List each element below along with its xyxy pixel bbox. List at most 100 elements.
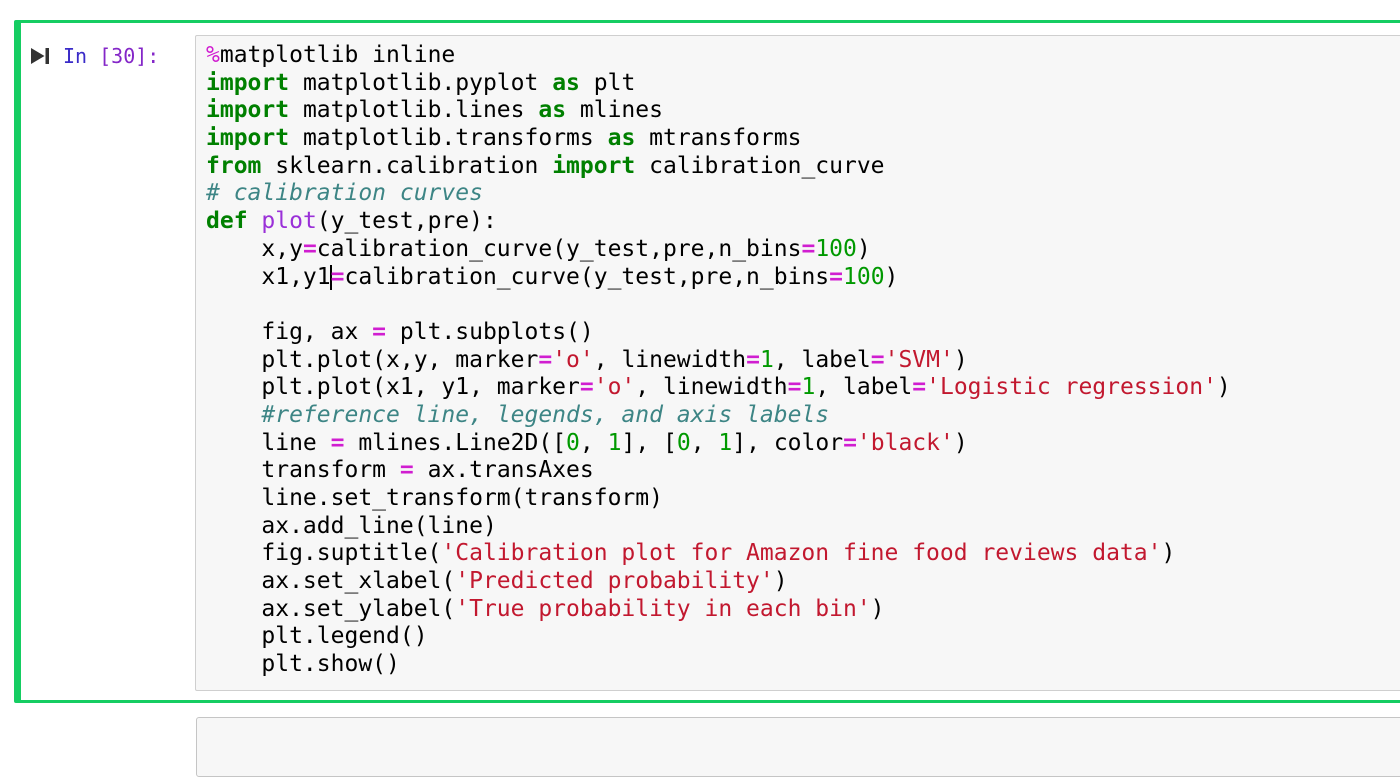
code-line[interactable]: transform = ax.transAxes: [206, 457, 1400, 485]
code-line[interactable]: plt.legend(): [206, 623, 1400, 651]
code-token: 'o': [552, 346, 594, 373]
code-token: =: [538, 346, 553, 373]
code-token: 1: [801, 374, 816, 401]
code-token: import: [206, 97, 290, 124]
input-prompt-count: [30]:: [99, 44, 160, 68]
code-token: # calibration curves: [206, 180, 483, 207]
code-token: ], color: [732, 429, 844, 456]
code-token: 1: [718, 429, 733, 456]
code-token: ax.set_ylabel(: [206, 595, 456, 622]
code-token: ): [953, 346, 968, 373]
code-token: plot: [261, 208, 317, 235]
code-token: =: [843, 429, 857, 456]
code-token: fig, ax: [206, 318, 373, 345]
code-token: =: [870, 346, 885, 373]
code-token: line.set_transform(transform): [206, 485, 663, 511]
code-token: , linewidth: [593, 346, 747, 373]
code-token: =: [399, 457, 414, 484]
next-cell-input[interactable]: [196, 717, 1400, 777]
code-line[interactable]: line.set_transform(transform): [206, 485, 1400, 513]
code-line[interactable]: #reference line, legends, and axis label…: [206, 402, 1400, 430]
code-token: 0: [676, 429, 691, 456]
code-token: 'SVM': [884, 346, 954, 373]
code-token: ): [773, 568, 788, 595]
code-token: plt: [579, 69, 636, 96]
code-line[interactable]: # calibration curves: [206, 180, 1400, 208]
code-token: 'Calibration plot for Amazon fine food r…: [441, 540, 1162, 567]
code-line[interactable]: def plot(y_test,pre):: [206, 208, 1400, 236]
code-token: plt.plot(x1, y1, marker: [206, 374, 580, 401]
code-token: matplotlib inline: [219, 42, 456, 68]
code-line[interactable]: fig, ax = plt.subplots(): [206, 319, 1400, 347]
code-token: line: [206, 429, 331, 456]
code-token: matplotlib.pyplot: [289, 69, 553, 96]
step-forward-icon[interactable]: [30, 48, 50, 64]
code-line[interactable]: plt.plot(x,y, marker='o', linewidth=1, l…: [206, 347, 1400, 375]
code-token: %: [206, 42, 220, 68]
code-token: , label: [815, 374, 913, 401]
code-token: ,: [690, 429, 719, 456]
code-line[interactable]: ax.set_ylabel('True probability in each …: [206, 596, 1400, 624]
code-token: mlines.Line2D([: [344, 429, 567, 456]
code-token: ax.add_line(line): [206, 512, 497, 539]
code-line[interactable]: plt.show(): [206, 651, 1400, 679]
code-line[interactable]: %matplotlib inline: [206, 42, 1400, 70]
code-token: 100: [843, 263, 885, 290]
code-token: x1,y1: [206, 263, 331, 290]
code-token: 0: [566, 429, 580, 456]
code-token: =: [330, 263, 345, 290]
code-token: matplotlib.lines: [289, 97, 539, 124]
code-line[interactable]: [206, 291, 1400, 319]
code-token: =: [912, 374, 927, 401]
code-token: 100: [815, 235, 857, 262]
code-token: def: [206, 208, 248, 235]
code-token: plt.subplots(): [386, 318, 594, 345]
code-token: ): [1216, 374, 1231, 401]
code-line[interactable]: ax.add_line(line): [206, 513, 1400, 541]
code-token: 1: [759, 346, 774, 373]
code-token: ): [884, 263, 899, 290]
code-token: plt.plot(x,y, marker: [206, 346, 539, 373]
code-line[interactable]: x,y=calibration_curve(y_test,pre,n_bins=…: [206, 236, 1400, 264]
text-cursor: [329, 264, 332, 290]
code-token: from: [206, 152, 262, 179]
code-token: as: [538, 97, 567, 124]
code-token: transform: [206, 457, 400, 484]
code-token: 1: [607, 429, 622, 456]
code-line[interactable]: from sklearn.calibration import calibrat…: [206, 153, 1400, 181]
code-token: sklearn.calibration: [261, 152, 553, 179]
code-token: mlines: [566, 97, 663, 124]
code-token: ): [953, 429, 968, 456]
code-token: 'True probability in each bin': [455, 595, 871, 622]
code-line[interactable]: line = mlines.Line2D([0, 1], [0, 1], col…: [206, 430, 1400, 458]
code-line[interactable]: plt.plot(x1, y1, marker='o', linewidth=1…: [206, 374, 1400, 402]
code-token: 'black': [856, 429, 954, 456]
code-token: plt.show(): [206, 651, 400, 678]
code-token: ], [: [621, 429, 677, 456]
code-line[interactable]: fig.suptitle('Calibration plot for Amazo…: [206, 540, 1400, 568]
code-token: [248, 208, 262, 234]
code-line[interactable]: ax.set_xlabel('Predicted probability'): [206, 568, 1400, 596]
code-token: =: [746, 346, 760, 373]
code-token: as: [552, 69, 580, 96]
code-token: 'Predicted probability': [455, 568, 774, 595]
code-token: matplotlib.transforms: [289, 125, 608, 152]
code-token: , linewidth: [635, 374, 788, 401]
code-token: import: [206, 69, 290, 96]
code-token: ,: [579, 429, 608, 456]
code-token: calibration_curve(y_test,pre,n_bins: [344, 263, 830, 290]
code-line[interactable]: import matplotlib.pyplot as plt: [206, 70, 1400, 98]
code-token: ): [856, 235, 871, 262]
code-line[interactable]: x1,y1=calibration_curve(y_test,pre,n_bin…: [206, 264, 1400, 292]
code-line[interactable]: import matplotlib.lines as mlines: [206, 97, 1400, 125]
code-token: as: [607, 125, 636, 152]
code-token: ): [870, 595, 885, 622]
code-token: import: [206, 125, 290, 152]
code-token: 'o': [593, 374, 636, 401]
code-token: import: [552, 152, 636, 179]
code-token: mtransforms: [635, 125, 802, 152]
code-line[interactable]: import matplotlib.transforms as mtransfo…: [206, 125, 1400, 153]
